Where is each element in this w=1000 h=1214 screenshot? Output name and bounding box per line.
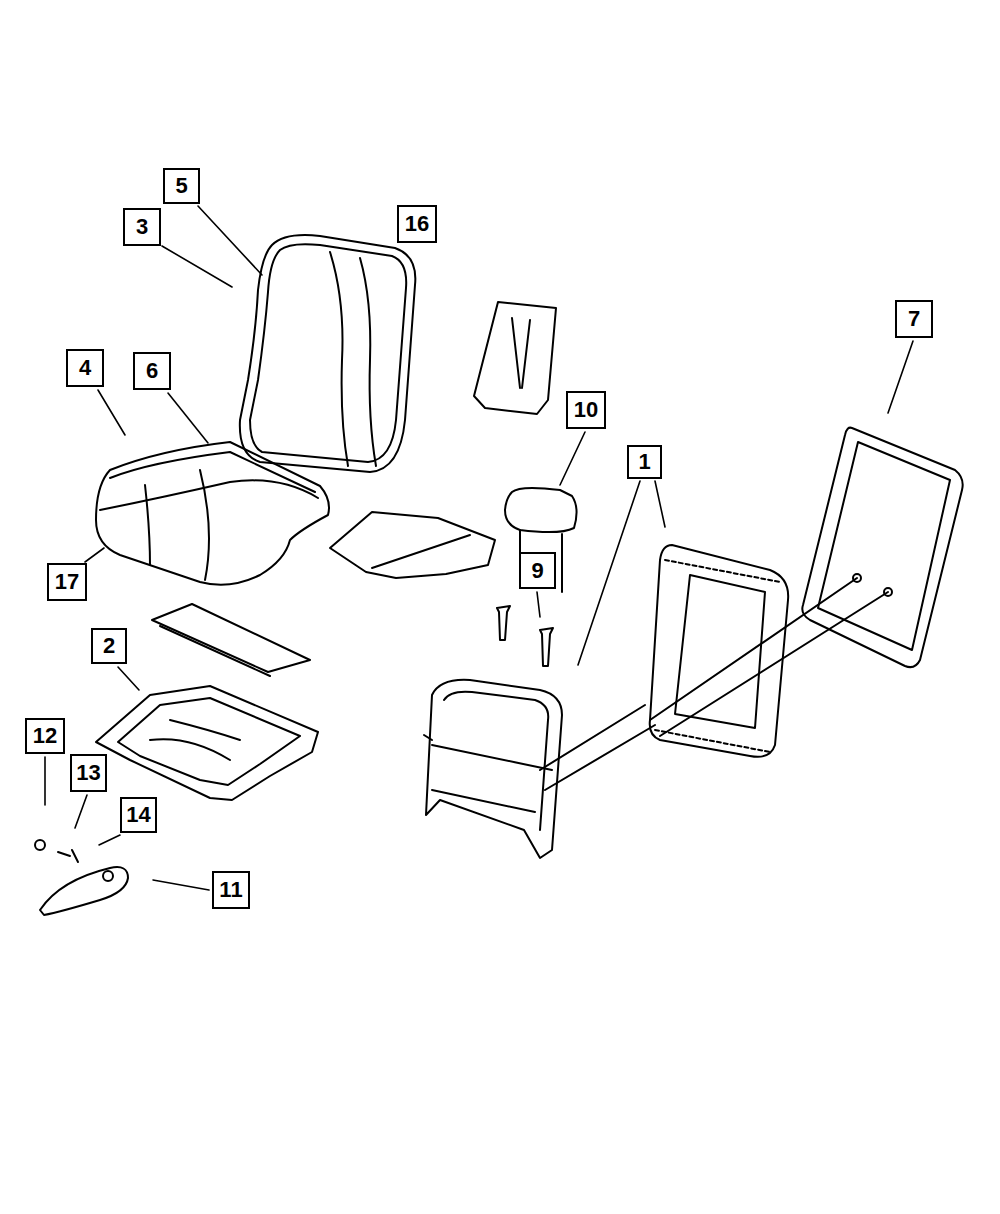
callout-number: 14	[126, 804, 150, 826]
callout-box: 10	[566, 391, 606, 429]
callout-box: 13	[70, 754, 107, 792]
callout-number: 1	[638, 451, 650, 473]
callout-number: 17	[55, 571, 79, 593]
callout-box: 1	[627, 445, 662, 479]
guide-sleeves	[497, 606, 553, 666]
callout-box: 3	[123, 208, 161, 246]
callout-number: 11	[219, 879, 242, 901]
callout-box: 14	[120, 797, 157, 833]
callout-box: 12	[25, 718, 65, 754]
callout-number: 10	[574, 399, 598, 421]
callout-box: 2	[91, 628, 127, 664]
headrest	[505, 488, 577, 592]
back-pad	[474, 302, 556, 414]
seat-mat	[152, 604, 310, 676]
rear-frame	[540, 545, 788, 790]
seat-cushion	[96, 442, 329, 585]
callout-box: 4	[66, 349, 104, 387]
callout-box: 16	[397, 205, 437, 243]
callout-number: 2	[103, 635, 115, 657]
back-panel	[650, 428, 963, 736]
callout-box: 7	[895, 300, 933, 338]
callout-number: 7	[908, 308, 920, 330]
callout-box: 17	[47, 563, 87, 601]
callout-number: 3	[136, 216, 148, 238]
callout-number: 12	[33, 725, 57, 747]
callout-number: 5	[175, 175, 187, 197]
callout-number: 6	[146, 360, 158, 382]
callout-number: 4	[79, 357, 91, 379]
seat-pad	[330, 512, 495, 578]
callout-box: 6	[133, 352, 171, 390]
callout-box: 11	[212, 871, 250, 909]
callout-number: 13	[76, 762, 100, 784]
callout-number: 9	[531, 560, 543, 582]
seat-pan	[96, 686, 318, 800]
armrest	[35, 840, 128, 915]
callout-box: 5	[163, 168, 200, 204]
callout-box: 9	[519, 552, 556, 589]
leader-lines	[45, 206, 913, 890]
seatback-cushion	[240, 235, 416, 472]
callout-number: 16	[405, 213, 429, 235]
